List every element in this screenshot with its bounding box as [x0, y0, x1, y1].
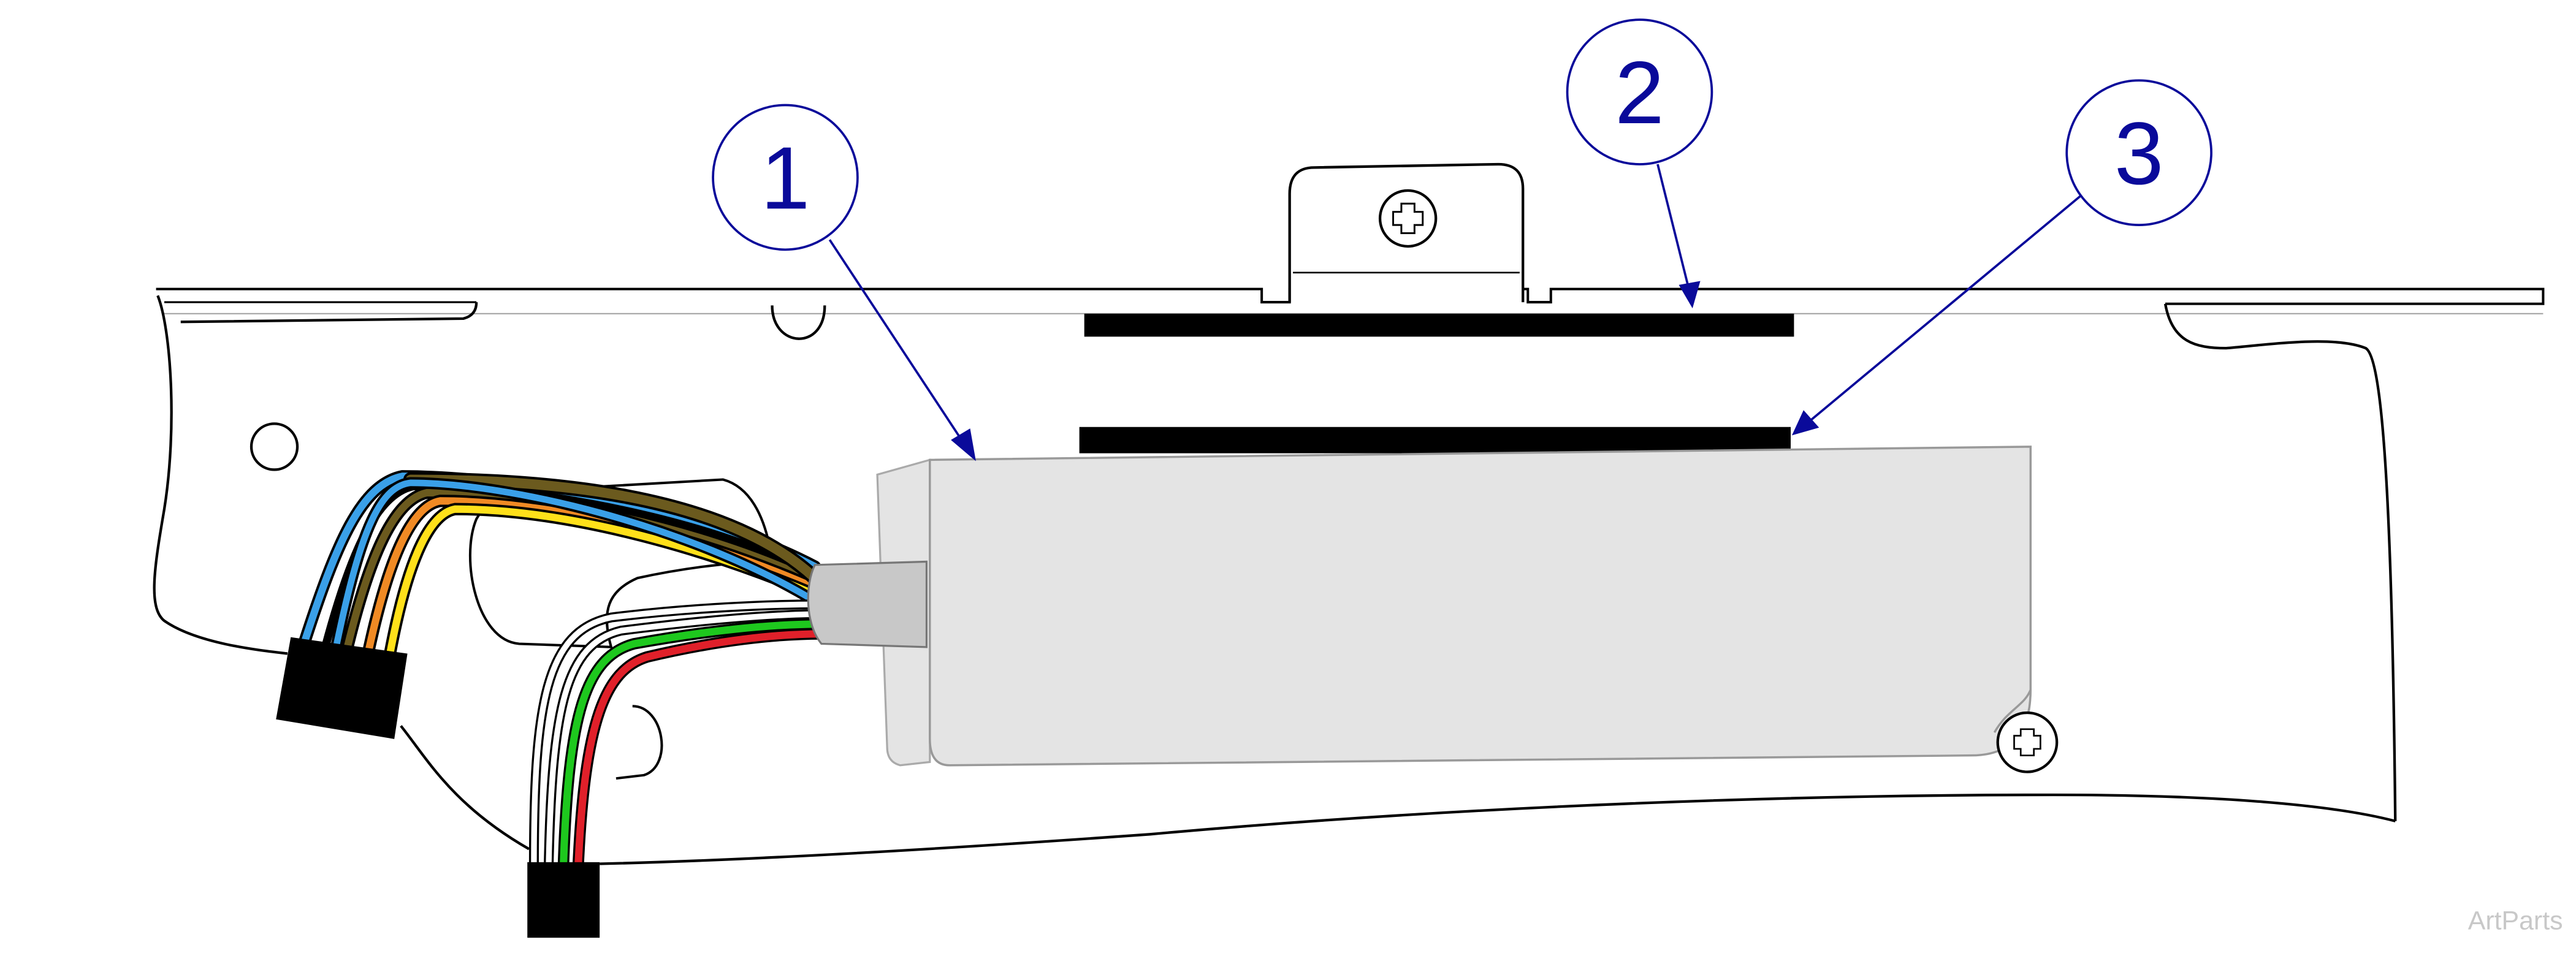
module-housing	[876, 446, 2032, 767]
watermark: ArtParts	[2468, 906, 2563, 936]
callout-2-label: 2	[1615, 43, 1664, 142]
screw-cross-icon	[1392, 202, 1424, 234]
lower-strip	[1079, 427, 1791, 454]
wire-harness-upper	[297, 470, 823, 663]
cable-sleeve	[807, 560, 928, 648]
mounting-bracket	[1288, 162, 1525, 303]
callout-3: 3	[2065, 79, 2212, 226]
callout-1: 1	[712, 104, 859, 251]
callout-2: 2	[1566, 18, 1713, 165]
lower-screw	[1993, 689, 2059, 773]
callout-3-label: 3	[2114, 104, 2163, 203]
frame-lower-cutout	[615, 705, 663, 780]
upper-connector	[276, 637, 408, 739]
upper-strip	[1084, 313, 1794, 337]
frame-outline	[153, 295, 2397, 865]
frame-hole	[250, 422, 299, 471]
callout-1-label: 1	[761, 128, 810, 227]
screw-cross-icon	[2013, 728, 2041, 757]
callout-leaders	[828, 164, 2084, 461]
lower-connector	[527, 862, 600, 938]
frame-inner-cutout	[468, 478, 774, 648]
wire-harness-lower	[528, 599, 828, 870]
